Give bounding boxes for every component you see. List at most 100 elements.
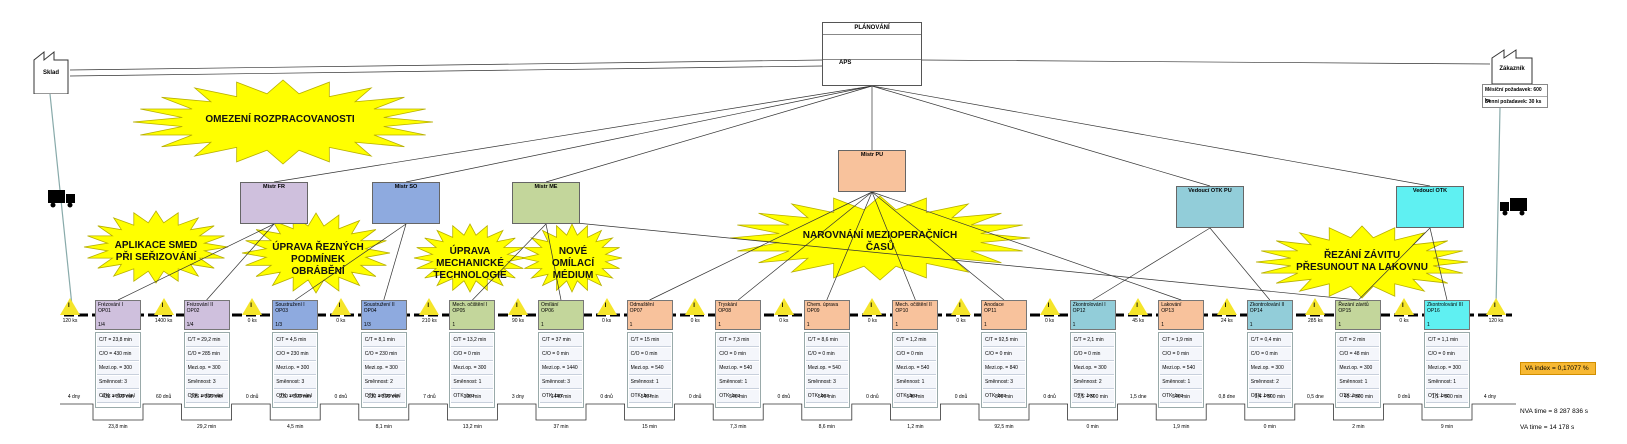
data-row-otk: OTK: bez: [894, 390, 937, 403]
timeline-wait: 205 + 300 min: [190, 394, 223, 400]
data-row-sm: Směnnost: 3: [185, 376, 228, 389]
data-row-otk: OTK: bez: [451, 390, 494, 403]
data-row-mez: Mezi.op. = 300: [274, 362, 317, 375]
dept-to-process-line: [117, 223, 275, 301]
data-row-sm: Směnnost: 2: [1071, 376, 1114, 389]
dept-to-process-line: [871, 191, 916, 301]
inventory-quantity: 90 ks: [512, 318, 524, 324]
timeline-process-time: 13,2 min: [462, 424, 482, 430]
inventory-triangle: [596, 298, 617, 315]
timeline-ladder: [60, 403, 1516, 421]
process-name: Odmaštění: [629, 302, 655, 308]
timeline-wait: 0 dnů: [688, 394, 702, 400]
timeline-wait: 2,1 + 300 min: [1077, 394, 1108, 400]
timeline-wait: 0 dnů: [866, 394, 879, 400]
data-row-ct: C/T = 13,2 min: [451, 334, 494, 347]
data-row-sm: Směnnost: 3: [983, 376, 1025, 389]
process-name: Tryskání: [718, 302, 738, 308]
timeline-wait: 540 min: [817, 394, 836, 400]
data-row-ct: C/T = 0,4 min: [1248, 334, 1291, 347]
dept-mistr-pu: Mistr PU: [838, 150, 906, 192]
inventory-quantity: 45 ks: [1132, 318, 1145, 324]
inventory-quantity: 120 ks: [1488, 318, 1504, 324]
timeline-wait: 0 dnů: [1043, 394, 1056, 400]
data-row-otk: OTK: seřizování: [274, 390, 317, 403]
kaizen-burst-smed: [83, 210, 229, 284]
data-row-ct: C/T = 1,9 min: [1160, 334, 1203, 347]
data-row-sm: Směnnost: 1: [451, 376, 494, 389]
info-line: [69, 59, 823, 71]
burst-smed-label: APLIKACE SMED PŘI SEŘIZOVÁNÍ: [114, 240, 198, 263]
timeline-process-time: 29,2 min: [197, 424, 217, 430]
dept-to-process-line: [295, 223, 407, 301]
data-row-otk: OTK: bez: [628, 390, 671, 403]
process-name: Zkontrolování III: [1427, 302, 1463, 308]
data-row-co: C/O = 230 min: [362, 348, 405, 361]
info-line: [405, 85, 873, 183]
inventory-quantity: 0 ks: [956, 318, 966, 324]
inventory-quantity: 0 ks: [690, 318, 700, 324]
timeline-process-time: 4,5 min: [286, 424, 304, 430]
process-code: OP03: [275, 308, 288, 314]
inventory-quantity: 1400 ks: [154, 318, 173, 324]
data-row-sm: Směnnost: 1: [628, 376, 671, 389]
kaizen-burst-medium: [521, 223, 623, 293]
dept-mistr-me: Mistr ME: [512, 182, 580, 224]
data-row-co: C/O = 0 min: [1160, 348, 1203, 361]
timeline-wait: 4 dny: [67, 394, 81, 400]
data-row-otk: OTK: bez: [717, 390, 760, 403]
customer-demand: Měsíční požadavek: 600 ks Denní požadave…: [1482, 84, 1548, 108]
dept-to-process-line: [1358, 227, 1431, 301]
info-line: [871, 85, 1431, 187]
data-row-ct: C/T = 29,2 min: [185, 334, 228, 347]
timeline-wait: 7 dnů: [423, 394, 436, 400]
data-row-otk: OTK: bez: [540, 390, 582, 403]
process-code: OP06: [541, 308, 554, 314]
process-code: OP08: [718, 308, 731, 314]
process-operators: 1: [541, 322, 544, 328]
dept-to-process-line: [737, 191, 873, 301]
dept-to-process-line: [545, 223, 562, 301]
info-line: [921, 59, 1491, 65]
data-row-mez: Mezi.op. = 300: [362, 362, 405, 375]
timeline-process-time: 15 min: [642, 424, 658, 430]
truck-inbound: [48, 188, 76, 208]
process-code: OP14: [1249, 308, 1263, 314]
timeline-wait: 0 dnů: [954, 394, 968, 400]
inventory-triangle: [419, 298, 440, 315]
va-time: VA time = 14 178 s: [1520, 424, 1575, 431]
data-row-co: C/O = 285 min: [185, 348, 228, 361]
kaizen-burst-zavit: [1255, 225, 1469, 299]
data-row-mez: Mezi.op. = 540: [717, 362, 760, 375]
data-row-otk: OTK: bez: [1426, 390, 1468, 403]
data-row-ct: C/T = 1,1 min: [1426, 334, 1468, 347]
inventory-triangle: [1394, 298, 1414, 315]
burst-zavit-label: ŘEZÁNÍ ZÁVITU PŘESUNOUT NA LAKOVNU: [1296, 250, 1428, 273]
kaizen-burst-wip: [132, 79, 434, 165]
timeline-process-time: 1,2 min: [907, 424, 924, 430]
timeline-wait: 3 dny: [511, 394, 525, 400]
process-operators: 1/4: [98, 322, 105, 328]
process-code: OP04: [363, 308, 377, 314]
process-name: Chem. úprava: [806, 302, 839, 308]
data-row-sm: Směnnost: 1: [717, 376, 760, 389]
planning-title: PLÁNOVÁNÍ: [823, 23, 921, 35]
inventory-triangle: [242, 298, 263, 315]
dept-to-process-line: [1429, 227, 1448, 301]
inventory-triangle: [685, 298, 706, 315]
burst-rezne-label: ÚPRAVA ŘEZNÝCH PODMÍNEK OBRÁBĚNÍ: [272, 242, 364, 277]
timeline-wait: 840 min: [995, 394, 1013, 400]
data-row-co: C/O = 430 min: [97, 348, 139, 361]
data-row-ct: C/T = 8,6 min: [805, 334, 848, 347]
process-name: Anodace: [984, 302, 1004, 308]
data-row-ct: C/T = 92,5 min: [983, 334, 1025, 347]
timeline-process-time: 23,8 min: [108, 424, 128, 430]
va-index: VA index = 0,17077 %: [1520, 362, 1596, 375]
demand-day: Denní požadavek: 30 ks: [1485, 99, 1542, 105]
process-operators: 1: [1338, 322, 1342, 328]
